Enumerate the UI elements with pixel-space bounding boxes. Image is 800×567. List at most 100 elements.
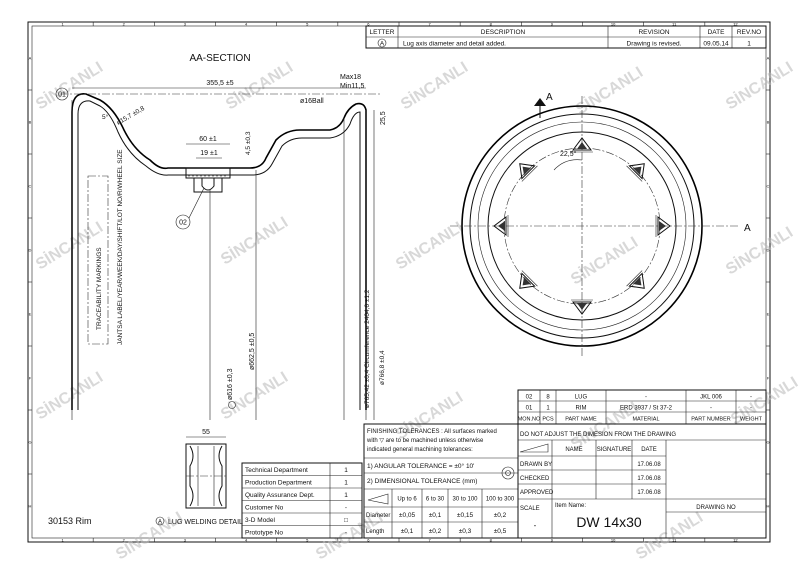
lug-mark <box>626 163 645 182</box>
scale-label: SCALE <box>520 506 540 512</box>
border-row-label-right: A <box>767 56 770 61</box>
lug-mark <box>519 163 538 182</box>
tol-note-2: with ▽ are to be machined unless otherwi… <box>366 438 484 444</box>
dim-lug-19: 19 ±1 <box>200 150 218 157</box>
tolerance-table: FINISHING TOLERANCES : All surfaces mark… <box>363 423 519 539</box>
border-col-label-top: 1 <box>61 22 64 27</box>
parts-cell-no: 01 <box>526 406 533 412</box>
border-row-label-left: F <box>29 376 32 381</box>
tol-dimensional: 2) DIMENSIONAL TOLERANCE (mm) <box>367 478 477 485</box>
drawing-no-label: DRAWING NO <box>696 505 736 511</box>
rim-profile <box>71 93 367 410</box>
tolerance-range: 30 to 100 <box>452 497 478 503</box>
border-col-label-top: 5 <box>306 22 309 27</box>
lug-mark <box>655 215 671 237</box>
department-qty: □ <box>344 517 348 524</box>
watermarks: SİNCANLI SİNCANLI SİNCANLI SİNCANLI SİNCANLI… <box>33 58 800 563</box>
border-row-label-right: E <box>767 312 770 317</box>
traceability-details: JANTSA LABEL/YEAR/WEEK/DAY/SHIFT/LOT NO/… <box>117 149 124 345</box>
tolerance-value: ±0,05 <box>399 512 416 519</box>
border-row-label-right: H <box>767 504 770 509</box>
tolerance-range: Up to 6 <box>397 497 417 503</box>
dim-width: 355,5 ±5 <box>206 80 233 87</box>
tolerance-row-label: Length <box>366 529 384 535</box>
scale-value: - <box>534 521 537 530</box>
border-col-label-bottom: 1 <box>61 538 64 543</box>
parts-cell-name: RIM <box>576 406 587 412</box>
tolerance-value: ±0,15 <box>457 512 474 519</box>
watermark-text: SİNCANLI <box>393 218 467 273</box>
parts-cell-weight: - <box>750 395 752 401</box>
border-col-label-bottom: 12 <box>733 538 738 543</box>
border-col-label-bottom: 2 <box>123 538 126 543</box>
revision-table: LETTER DESCRIPTION REVISION DATE REV.NO … <box>365 25 767 49</box>
department-qty: 1 <box>344 467 348 474</box>
tol-note-3: indicated general machining tolerances: <box>367 447 473 453</box>
border-col-label-top: 8 <box>490 22 493 27</box>
parts-header-name: PART NAME <box>565 417 597 423</box>
department-qty: - <box>345 530 347 537</box>
rev-header-letter: LETTER <box>370 29 395 36</box>
title-block: DO NOT ADJUST THE DIMESION FROM THE DRAW… <box>517 423 767 539</box>
rev-header-description: DESCRIPTION <box>481 29 526 36</box>
dim-d616: ø616 ±0,3 <box>227 368 234 400</box>
parts-cell-pcs: 1 <box>546 406 550 412</box>
dim-d662: ø662,5 ±0,5 <box>249 333 256 370</box>
department-name: Prototype No <box>245 530 283 537</box>
lug-mark <box>571 299 593 315</box>
watermark-text: SİNCANLI <box>33 368 107 423</box>
dim-lug-45: 4,5 ±0,3 <box>245 131 252 155</box>
border-col-label-bottom: 5 <box>306 538 309 543</box>
border-row-label-left: B <box>29 120 32 125</box>
border-col-label-bottom: 7 <box>428 538 431 543</box>
watermark-text: SİNCANLI <box>223 58 297 113</box>
parts-cell-part-number: JKL 006 <box>700 395 722 401</box>
rev-row-revision: Drawing is revised. <box>627 41 682 48</box>
section-title: AA-SECTION <box>189 53 250 64</box>
border-row-label-right: F <box>767 376 770 381</box>
title-col-name: NAME <box>565 447 582 453</box>
tolerance-range: 6 to 30 <box>426 497 445 503</box>
title-col-signature: SIGNATURE <box>597 447 632 453</box>
dim-circumference: ø765,42 ±0,4 Circumference 2404,6 ±1,2 <box>364 289 371 408</box>
section-arrow-top <box>534 98 546 106</box>
watermark-text: SİNCANLI <box>218 213 292 268</box>
watermark-text: SİNCANLI <box>113 508 187 563</box>
border-col-label-bottom: 3 <box>184 538 187 543</box>
parts-header-part-number: PART NUMBER <box>691 417 730 423</box>
dim-max: Max18 <box>340 74 361 81</box>
border-col-label-bottom: 8 <box>490 538 493 543</box>
border-col-label-top: 10 <box>611 22 616 27</box>
watermark-text: SİNCANLI <box>33 58 107 113</box>
lug-slot <box>201 178 215 191</box>
border-col-label-bottom: 9 <box>551 538 554 543</box>
title-role: APPROVED <box>520 490 554 496</box>
rev-row-date: 09.05.14 <box>703 41 729 48</box>
border-col-label-top: 11 <box>672 22 677 27</box>
department-name: Customer No <box>245 505 284 512</box>
rev-header-revision: REVISION <box>638 29 669 36</box>
watermark-text: SİNCANLI <box>393 388 467 443</box>
lug-mark <box>493 215 509 237</box>
dim-lug-60: 60 ±1 <box>199 136 217 143</box>
detail-marker: A <box>158 520 162 526</box>
parts-cell-material: ERD 3937 / St 37-2 <box>620 406 673 412</box>
tolerance-value: ±0,5 <box>494 528 507 535</box>
department-name: Production Department <box>245 480 312 487</box>
section-mark-top: A <box>546 92 553 103</box>
title-role: CHECKED <box>520 476 550 482</box>
lug-body <box>193 177 223 193</box>
tolerance-value: ±0,2 <box>429 528 442 535</box>
parts-cell-pcs: 8 <box>546 395 550 401</box>
border-row-label-left: E <box>29 312 32 317</box>
parts-cell-no: 02 <box>526 395 533 401</box>
parts-header-no: MON.NO <box>518 417 541 423</box>
rev-header-rev-no: REV.NO <box>737 29 761 36</box>
department-qty: 1 <box>344 492 348 499</box>
dim-min: Min11,5 <box>340 83 364 90</box>
border-row-label-left: H <box>29 504 32 509</box>
item-02-label: 02 <box>179 220 187 227</box>
border-row-label-right: G <box>766 440 769 445</box>
watermark-text: SİNCANLI <box>573 63 647 118</box>
